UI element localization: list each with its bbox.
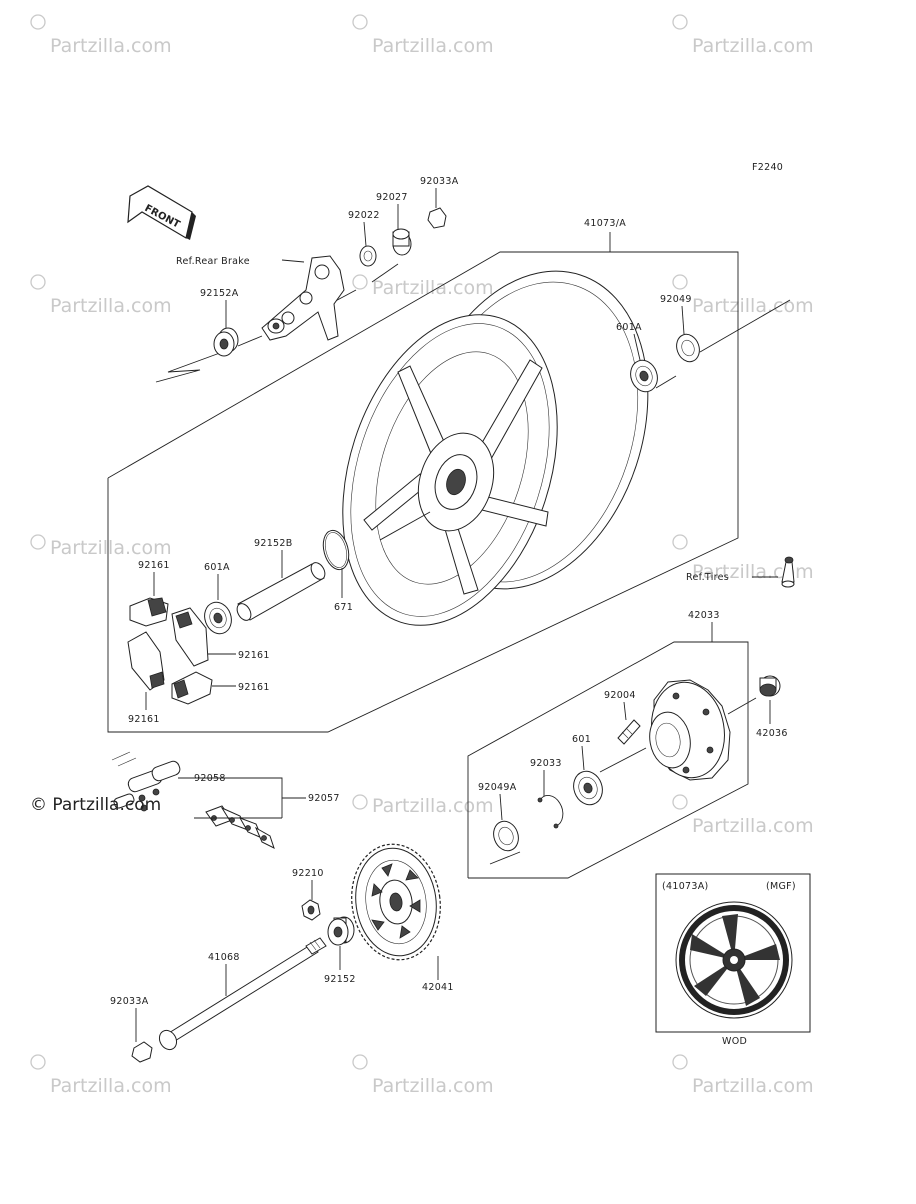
label-671[interactable]: 671 — [334, 602, 353, 613]
part-42041-sprocket[interactable] — [344, 838, 447, 965]
watermark: Partzilla.com — [672, 14, 814, 57]
part-92210-nut[interactable] — [301, 899, 321, 921]
watermark: Partzilla.com — [672, 1054, 814, 1097]
label-92161-a[interactable]: 92161 — [138, 560, 170, 571]
part-92161-damper-b[interactable] — [171, 607, 209, 667]
label-92027[interactable]: 92027 — [376, 192, 408, 203]
part-92022-washer[interactable] — [359, 245, 377, 267]
part-92161-damper-d[interactable] — [171, 671, 213, 705]
label-92049a[interactable]: 92049A — [478, 782, 517, 793]
svg-text:Partzilla.com: Partzilla.com — [692, 295, 814, 317]
inset-note: (MGF) — [766, 881, 796, 892]
part-92152b-collar[interactable] — [234, 560, 327, 623]
ref-tires[interactable]: Ref.Tires — [686, 572, 729, 583]
part-92004-stud[interactable] — [617, 719, 641, 745]
label-42041[interactable]: 42041 — [422, 982, 454, 993]
watermark: Partzilla.com — [352, 1054, 494, 1097]
part-92027-collar[interactable] — [392, 228, 412, 256]
part-92033a-top[interactable] — [427, 207, 447, 229]
label-42036[interactable]: 42036 — [756, 728, 788, 739]
part-42036-collar[interactable] — [759, 675, 781, 697]
label-92161-d[interactable]: 92161 — [128, 714, 160, 725]
copyright: © Partzilla.com — [30, 795, 161, 815]
watermark: Partzilla.com — [30, 274, 172, 317]
svg-text:Partzilla.com: Partzilla.com — [50, 295, 172, 317]
part-601a-bearing-left[interactable] — [200, 599, 235, 638]
label-41073a[interactable]: 41073/A — [584, 218, 626, 229]
svg-text:Partzilla.com: Partzilla.com — [372, 35, 494, 57]
part-92152-collar[interactable] — [327, 916, 355, 946]
part-92033-circlip[interactable] — [537, 795, 564, 829]
label-92022[interactable]: 92022 — [348, 210, 380, 221]
label-41068[interactable]: 41068 — [208, 952, 240, 963]
label-92033a-bottom[interactable]: 92033A — [110, 996, 149, 1007]
label-92152[interactable]: 92152 — [324, 974, 356, 985]
part-92033a-bottom[interactable] — [131, 1041, 153, 1063]
label-92004[interactable]: 92004 — [604, 690, 636, 701]
watermark: Partzilla.com — [672, 794, 814, 837]
label-42033[interactable]: 42033 — [688, 610, 720, 621]
watermark: Partzilla.com — [352, 14, 494, 57]
front-arrow-icon: FRONT — [127, 185, 196, 240]
label-92049[interactable]: 92049 — [660, 294, 692, 305]
svg-text:Partzilla.com: Partzilla.com — [372, 277, 494, 299]
rear-brake-bracket — [261, 255, 345, 341]
diagram-id: F2240 — [752, 162, 783, 173]
part-92049-seal[interactable] — [673, 331, 703, 365]
svg-text:Partzilla.com: Partzilla.com — [692, 35, 814, 57]
inset-color-code: WOD — [722, 1036, 747, 1047]
watermark: Partzilla.com — [30, 1054, 172, 1097]
part-41068-axle[interactable] — [156, 937, 327, 1053]
ref-rear-brake[interactable]: Ref.Rear Brake — [176, 256, 250, 267]
watermark: Partzilla.com — [352, 274, 494, 299]
label-92161-b[interactable]: 92161 — [238, 650, 270, 661]
label-92161-c[interactable]: 92161 — [238, 682, 270, 693]
watermark: Partzilla.com — [30, 14, 172, 57]
watermark: Partzilla.com — [30, 534, 172, 559]
label-601[interactable]: 601 — [572, 734, 591, 745]
inset-part-number: (41073A) — [662, 881, 709, 892]
part-601-bearing[interactable] — [569, 767, 607, 809]
wheel-group-frame — [107, 232, 739, 733]
label-601a-top[interactable]: 601A — [616, 322, 642, 333]
label-92152a[interactable]: 92152A — [200, 288, 239, 299]
label-92152b[interactable]: 92152B — [254, 538, 293, 549]
coupling-group-frame — [467, 622, 749, 879]
label-92210[interactable]: 92210 — [292, 868, 324, 879]
part-92152a-collar[interactable] — [213, 327, 239, 357]
watermark: Partzilla.com — [352, 794, 494, 817]
svg-text:Partzilla.com: Partzilla.com — [50, 1075, 172, 1097]
chain-link-assembly — [111, 751, 181, 812]
part-42033-coupling — [649, 679, 731, 781]
svg-text:Partzilla.com: Partzilla.com — [372, 795, 494, 817]
part-92161-damper-a[interactable] — [129, 597, 169, 627]
label-92033[interactable]: 92033 — [530, 758, 562, 769]
part-601a-bearing-top[interactable] — [626, 357, 661, 396]
svg-text:Partzilla.com: Partzilla.com — [50, 35, 172, 57]
label-92033a-top[interactable]: 92033A — [420, 176, 459, 187]
inset-variant-box: (41073A) (MGF) WOD — [655, 873, 811, 1047]
rear-wheel — [342, 270, 649, 626]
svg-text:Partzilla.com: Partzilla.com — [692, 815, 814, 837]
part-92049a-seal[interactable] — [490, 818, 523, 854]
svg-text:Partzilla.com: Partzilla.com — [692, 1075, 814, 1097]
label-92058[interactable]: 92058 — [194, 773, 226, 784]
label-601a-left[interactable]: 601A — [204, 562, 230, 573]
label-92057[interactable]: 92057 — [308, 793, 340, 804]
svg-text:Partzilla.com: Partzilla.com — [372, 1075, 494, 1097]
drive-chain — [205, 805, 275, 849]
watermark: Partzilla.com — [672, 274, 814, 317]
part-92161-damper-c[interactable] — [127, 631, 165, 691]
valve-stem-icon — [781, 556, 795, 588]
part-671-o-ring[interactable] — [319, 528, 353, 573]
inset-wheel-icon — [675, 901, 793, 1019]
svg-text:Partzilla.com: Partzilla.com — [50, 537, 172, 559]
